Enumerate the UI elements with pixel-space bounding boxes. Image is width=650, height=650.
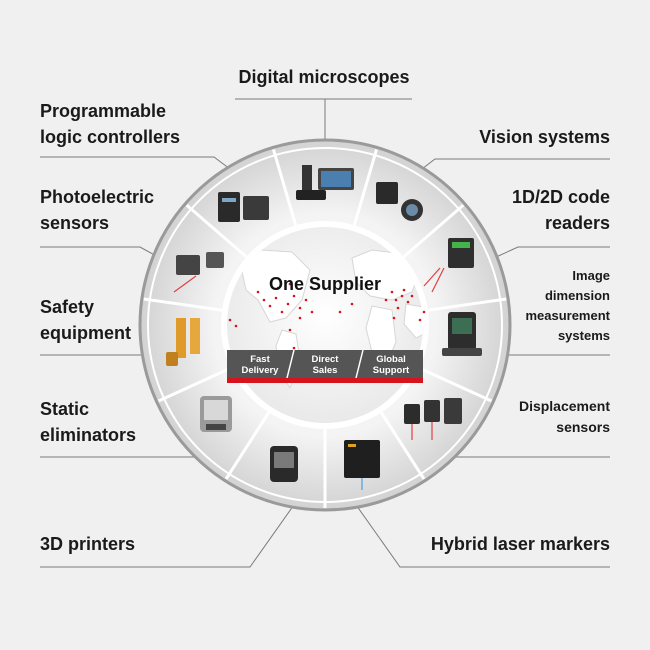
location-dot [274,296,278,300]
location-dot [304,298,308,302]
product-images [166,165,482,490]
pillar-global-line2: Support [373,365,410,376]
location-dot [280,310,284,314]
location-dot [288,328,292,332]
segment-divider [272,148,298,226]
displacement-sensor-image [404,398,462,440]
label-digital-microscopes: Digital microscopes [238,67,410,87]
location-dot [350,302,354,306]
segment-divider [143,297,223,312]
location-dot [406,300,410,304]
location-dot [384,298,388,302]
center-title: One Supplier [269,274,381,294]
pillar-direct-line1: Direct [312,354,340,365]
location-dot [400,294,404,298]
location-dot [256,290,260,294]
digital-microscope-image [296,165,354,200]
location-dot [418,318,422,322]
image-dimension-image [442,312,482,356]
location-dot [392,316,396,320]
segment-divider [402,204,465,259]
leader-laser-markers [353,501,610,568]
location-dot [338,310,342,314]
segment-divider [224,411,271,480]
location-dot [410,294,414,298]
segment-divider [427,297,507,312]
location-dot [298,306,302,310]
leader-plc [40,156,235,173]
label-3d-printers: 3D printers [40,534,136,554]
location-dot [234,324,238,328]
location-dot [292,294,296,298]
segment-dividers [143,148,507,508]
label-vision-systems: Vision systems [479,127,610,147]
label-photoelectric: Photoelectric sensors [40,187,155,233]
segment-divider [379,411,426,480]
location-dot [394,298,398,302]
label-plc: Programmable logic controllers [40,101,181,147]
label-safety: Safety equipment [40,297,132,343]
label-image-dimension: Image dimension measurement systems [525,268,610,343]
safety-equipment-image [166,318,200,366]
location-dot [262,298,266,302]
label-laser-markers: Hybrid laser markers [430,534,610,554]
location-dot [402,288,406,292]
3d-printer-image [270,446,298,482]
leader-code-readers [493,246,610,259]
location-dot [288,282,292,286]
pillar-texts: Fast Delivery Direct Sales Global Suppor… [242,354,411,376]
leader-photoelectric [40,246,161,259]
label-code-readers: 1D/2D code readers [511,187,610,233]
location-dot [228,318,232,322]
plc-image [218,192,269,222]
segment-divider [157,366,232,403]
label-displacement: Displacement sensors [518,398,610,435]
pillar-direct-line2: Sales [313,365,338,376]
static-eliminator-image [200,396,232,432]
segment-divider [185,204,248,259]
segment-divider [418,366,493,403]
leader-lines [40,98,610,568]
location-dot [310,310,314,314]
vision-system-image [376,182,423,221]
location-dot [268,304,272,308]
location-dot [286,302,290,306]
leader-3d-printers [40,501,297,568]
code-reader-image [423,238,474,293]
laser-marker-image [344,440,380,490]
pillar-fast-line1: Fast [250,354,270,365]
location-dot [298,316,302,320]
service-band [227,349,423,383]
pillar-global-line1: Global [376,354,406,365]
location-dot [396,306,400,310]
location-dot [422,310,426,314]
leader-vision [417,158,610,173]
location-dot [390,290,394,294]
location-dot [292,346,296,350]
location-dots [228,282,426,350]
photoelectric-image [173,252,224,293]
pillar-fast-line2: Delivery [242,365,280,376]
label-static: Static eliminators [40,399,137,445]
segment-divider [352,148,378,226]
location-dot [276,286,280,290]
